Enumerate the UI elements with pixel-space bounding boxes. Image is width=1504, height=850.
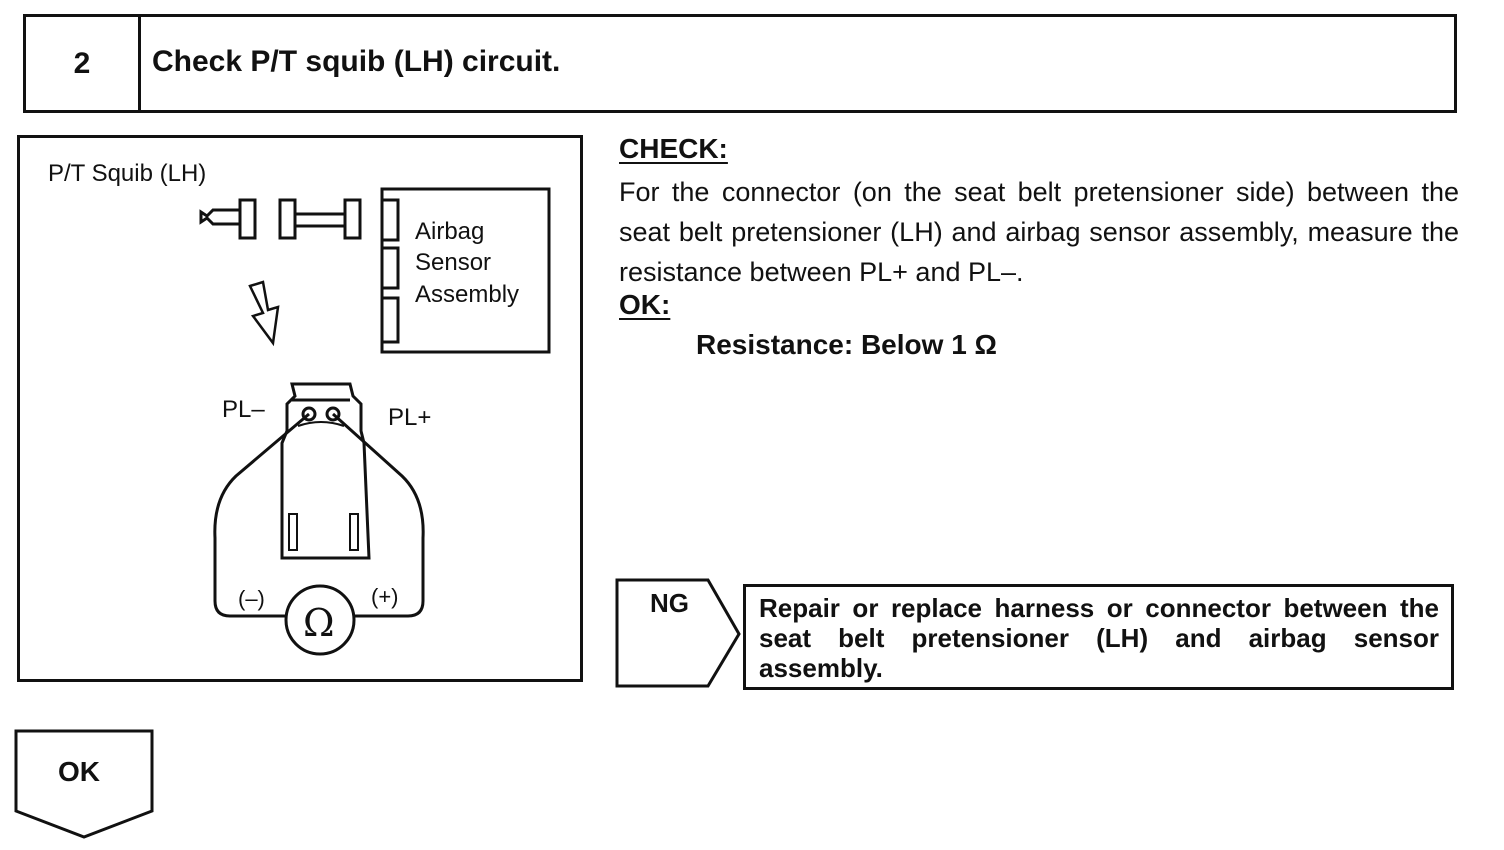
squib-connector-middle (278, 198, 297, 240)
sensor-label-line2: Sensor (415, 249, 492, 276)
down-arrow-icon (248, 280, 280, 347)
sensor-label-line3: Assembly (415, 281, 520, 308)
ng-action-box: Repair or replace harness or connector b… (743, 584, 1454, 690)
squib-plug (199, 208, 240, 226)
connector-body (280, 382, 371, 560)
illustration-panel: P/T Squib (LH) Airbag Sensor Assembly PL… (17, 135, 583, 682)
ng-label: NG (650, 588, 689, 618)
meter-plus-label: (+) (371, 584, 399, 609)
sensor-connector-slot (380, 296, 400, 344)
sensor-connector-slot (380, 198, 400, 242)
step-number: 2 (26, 17, 141, 110)
sensor-connector-slot (380, 246, 400, 290)
ng-arrow-icon (615, 578, 741, 688)
pl-minus-label: PL– (222, 396, 265, 423)
ok-heading: OK: (619, 289, 671, 320)
step-header: 2 Check P/T squib (LH) circuit. (23, 14, 1457, 113)
resistance-spec: Resistance: Below 1 Ω (696, 329, 997, 360)
pl-plus-terminal (325, 406, 341, 422)
meter-minus-label: (–) (238, 586, 265, 611)
ohm-icon: Ω (303, 601, 335, 645)
step-title: Check P/T squib (LH) circuit. (152, 45, 561, 78)
ok-next-label: OK (58, 756, 100, 787)
positive-lead (331, 412, 425, 618)
check-heading: CHECK: (619, 133, 728, 164)
pl-plus-label: PL+ (388, 404, 432, 431)
check-instructions: For the connector (on the seat belt pret… (619, 177, 1459, 287)
squib-label: P/T Squib (LH) (48, 160, 207, 187)
squib-connector-left (238, 198, 257, 240)
ok-down-arrow-icon (14, 729, 154, 839)
connector-diagram (199, 187, 551, 656)
squib-connector-right (343, 198, 362, 240)
negative-lead (213, 412, 310, 618)
pl-minus-terminal (301, 406, 317, 422)
sensor-label-line1: Airbag (415, 218, 485, 245)
ohmmeter (284, 584, 356, 656)
